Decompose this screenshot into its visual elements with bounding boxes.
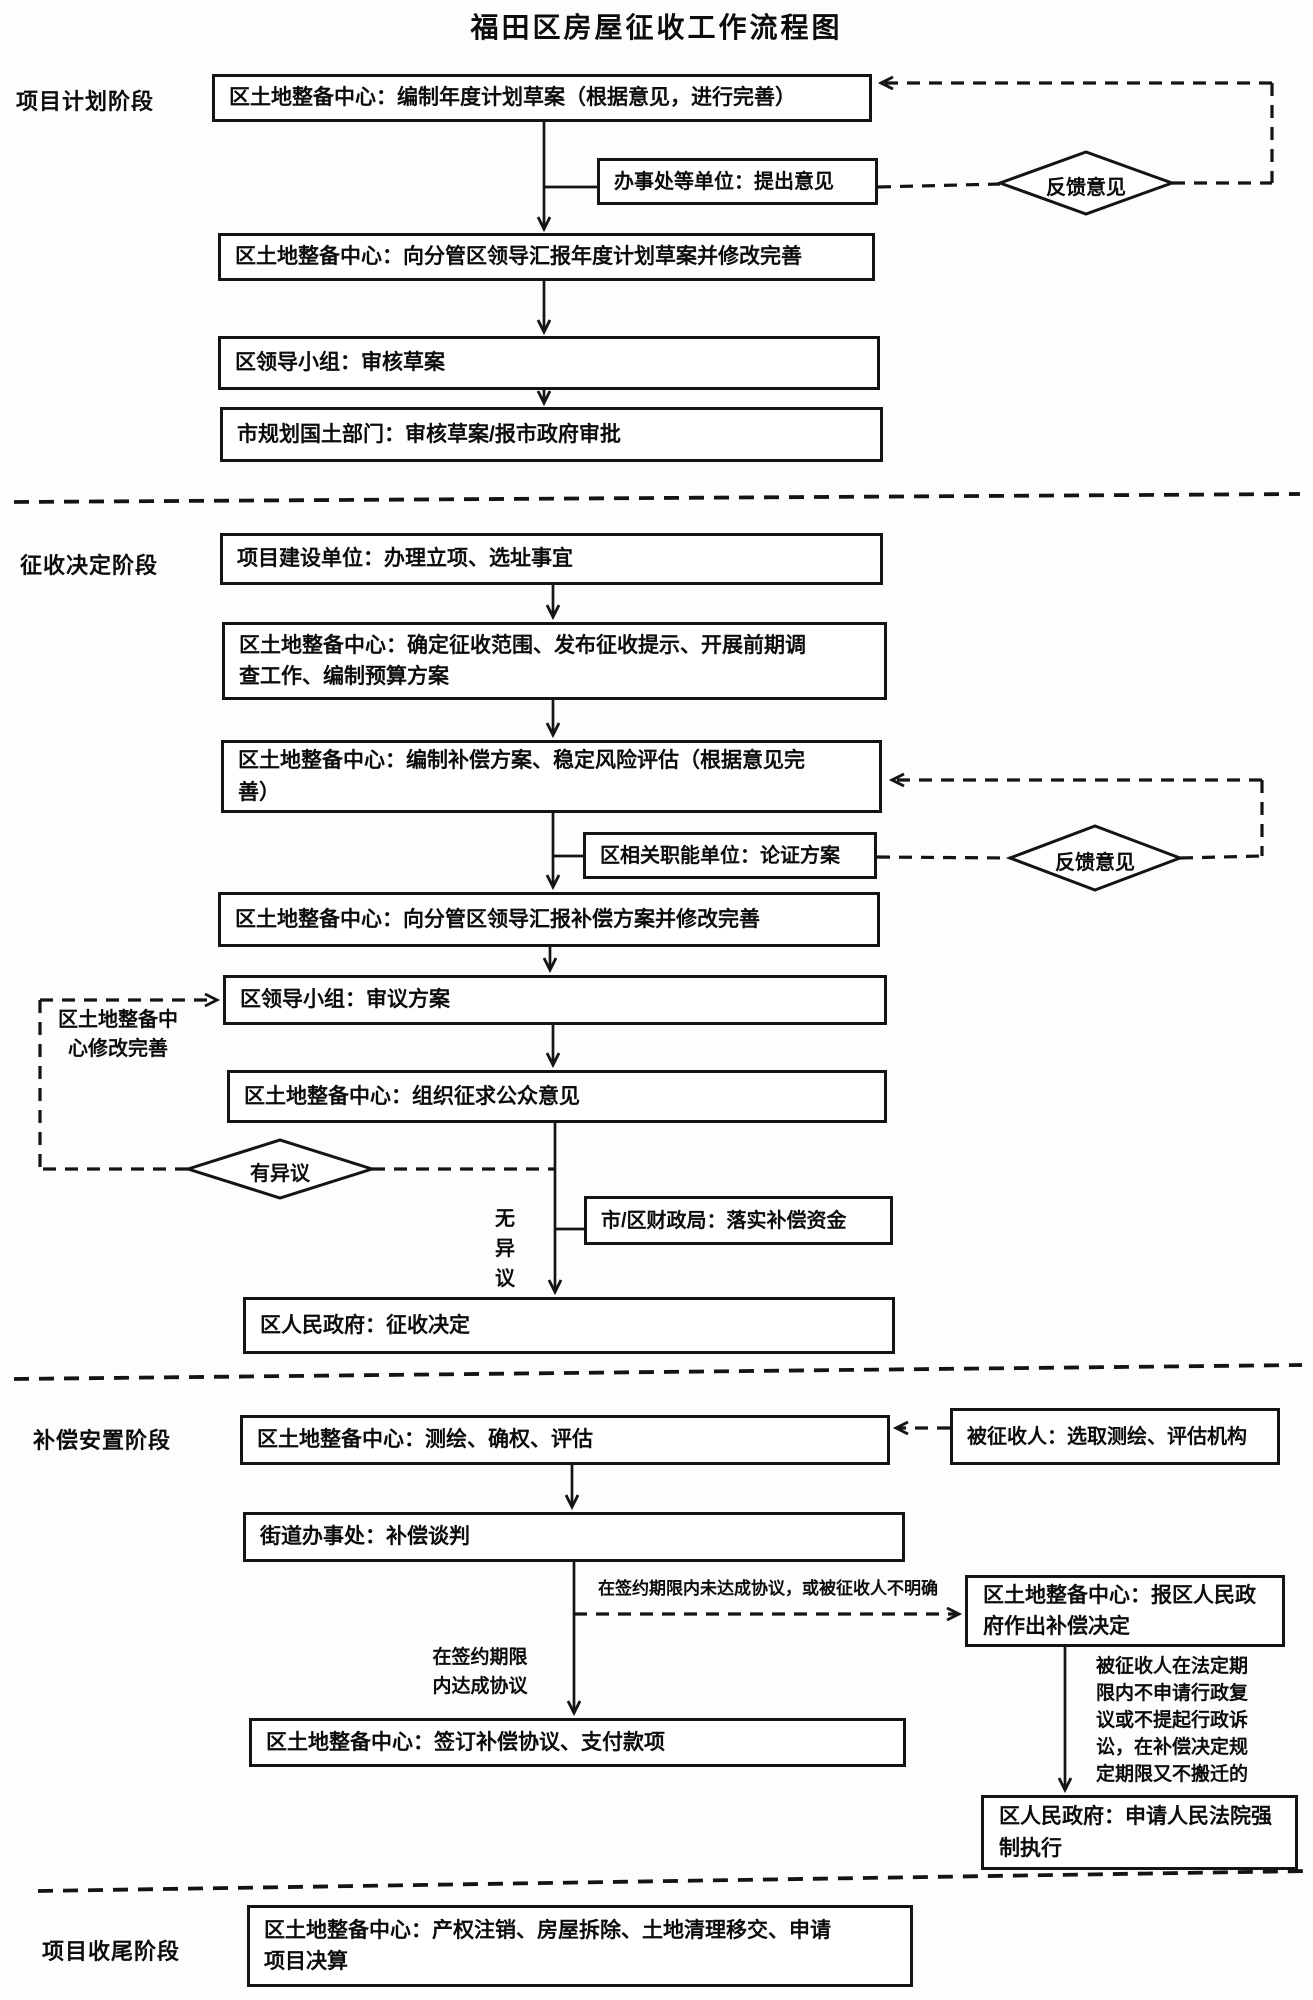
solid-connectors <box>544 122 1065 1789</box>
decision-diamonds <box>183 150 1185 1200</box>
phase-label-closing: 项目收尾阶段 <box>42 1939 181 1964</box>
phase-label-compensation: 补偿安置阶段 <box>33 1428 172 1453</box>
edge-label-agreed: 在签约期限内达成协议 <box>432 1647 528 1697</box>
diamond-objection-label: 有异议 <box>250 1163 310 1185</box>
edge-label-not-agreed: 在签约期限内未达成协议，或被征收人不明确 <box>598 1579 938 1598</box>
node-annual-plan-draft: 区土地整备中心：编制年度计划草案（根据意见，进行完善） <box>212 74 872 122</box>
diamond-feedback-1-label: 反馈意见 <box>1046 177 1126 199</box>
node-compensation-plan-draft: 区土地整备中心：编制补偿方案、稳定风险评估（根据意见完善） <box>221 740 882 813</box>
node-expropriated-choose-agency: 被征收人：选取测绘、评估机构 <box>950 1408 1280 1465</box>
node-functional-units-demonstrate: 区相关职能单位：论证方案 <box>583 832 877 879</box>
diamond-feedback-2 <box>1005 824 1185 892</box>
edge-label-no-appeal: 被征收人在法定期限内不申请行政复议或不提起行政诉讼，在补偿决定规定期限又不搬迁的 <box>1096 1656 1249 1785</box>
node-determine-scope: 区土地整备中心：确定征收范围、发布征收提示、开展前期调查工作、编制预算方案 <box>222 622 887 700</box>
node-report-leaders-annual-plan: 区土地整备中心：向分管区领导汇报年度计划草案并修改完善 <box>218 233 875 281</box>
phase-label-planning: 项目计划阶段 <box>16 89 155 114</box>
node-finance-bureau-funds: 市/区财政局：落实补偿资金 <box>584 1196 893 1245</box>
phase-label-decision: 征收决定阶段 <box>20 553 159 578</box>
page-title: 福田区房屋征收工作流程图 <box>470 12 843 43</box>
node-public-opinions: 区土地整备中心：组织征求公众意见 <box>227 1070 887 1123</box>
node-district-govt-decision: 区人民政府：征收决定 <box>243 1297 895 1354</box>
phase-dividers <box>13 492 1309 1893</box>
diamond-objection <box>183 1138 377 1200</box>
edge-label-no-objection: 无异议 <box>495 1208 515 1290</box>
node-sign-agreement-pay: 区土地整备中心：签订补偿协议、支付款项 <box>249 1718 906 1767</box>
node-survey-assess: 区土地整备中心：测绘、确权、评估 <box>240 1415 890 1465</box>
node-leading-group-review-draft: 区领导小组：审核草案 <box>218 336 880 390</box>
node-street-office-negotiation: 街道办事处：补偿谈判 <box>243 1512 905 1562</box>
node-closing-tasks: 区土地整备中心：产权注销、房屋拆除、土地清理移交、申请项目决算 <box>247 1905 913 1987</box>
diamond-feedback-1 <box>995 150 1177 216</box>
diamond-feedback-2-label: 反馈意见 <box>1055 852 1135 874</box>
node-court-enforcement: 区人民政府：申请人民法院强制执行 <box>981 1795 1298 1870</box>
node-leading-group-deliberate: 区领导小组：审议方案 <box>223 975 887 1025</box>
node-city-planning-approval: 市规划国土部门：审核草案/报市政府审批 <box>220 407 883 462</box>
node-report-compensation-decision: 区土地整备中心：报区人民政府作出补偿决定 <box>965 1575 1285 1647</box>
dashed-connectors <box>38 83 1274 1614</box>
node-offices-opinions: 办事处等单位：提出意见 <box>597 158 878 205</box>
edge-label-center-revise: 区土地整备中心修改完善 <box>58 1009 178 1060</box>
node-project-unit-initiation: 项目建设单位：办理立项、选址事宜 <box>220 533 883 585</box>
node-report-leaders-compensation-plan: 区土地整备中心：向分管区领导汇报补偿方案并修改完善 <box>218 892 880 947</box>
